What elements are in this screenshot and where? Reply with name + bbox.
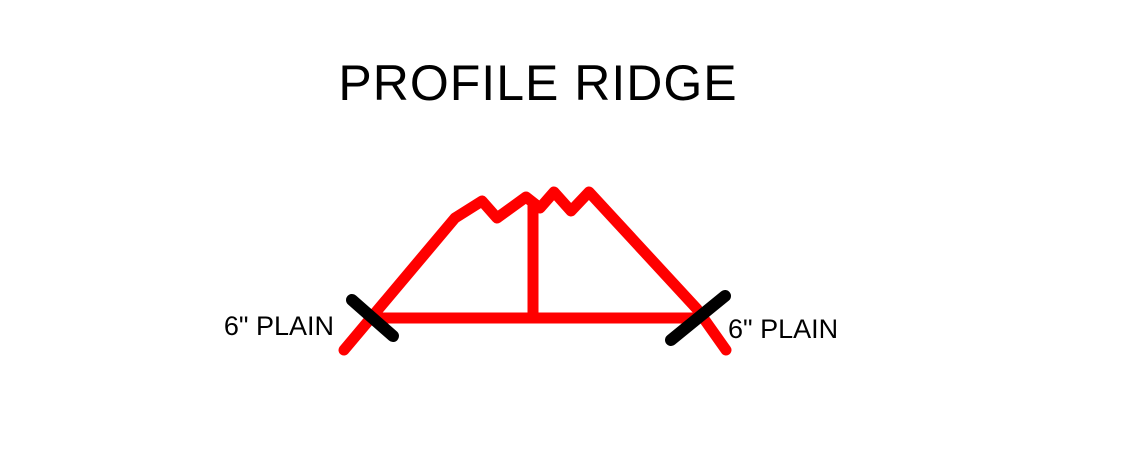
right-plain-label: 6" PLAIN — [728, 314, 838, 344]
ridge-profile — [338, 186, 732, 356]
diagram-title: PROFILE RIDGE — [338, 55, 737, 111]
right-cut-mark — [665, 290, 731, 346]
left-plain-label: 6" PLAIN — [224, 311, 334, 341]
left-cut-mark — [346, 294, 399, 342]
ridge-outline-left-slope-and-crest — [338, 186, 732, 356]
